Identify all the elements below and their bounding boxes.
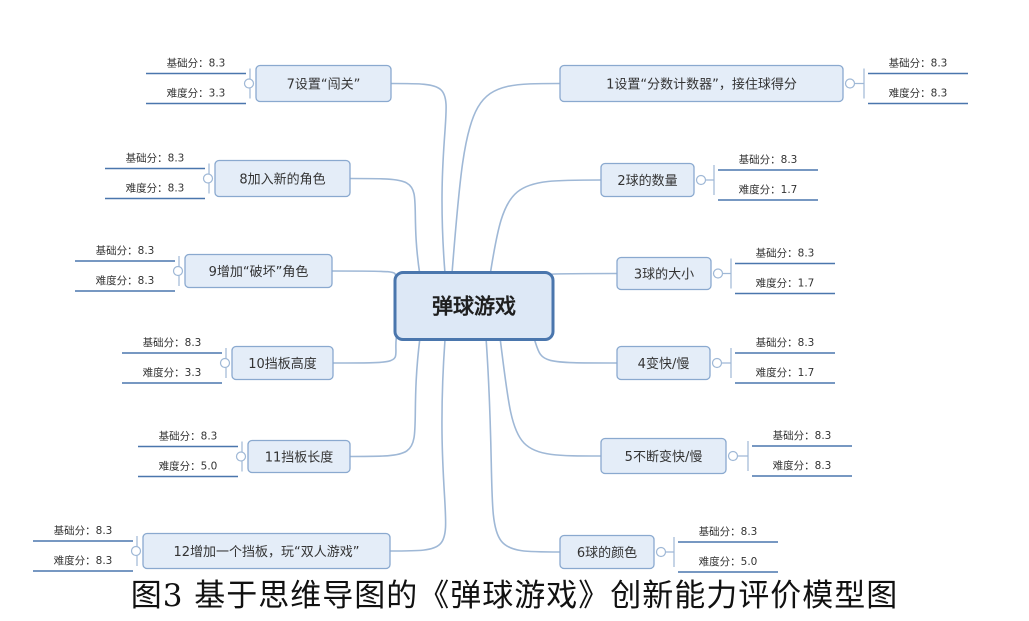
collapse-toggle-icon[interactable]: [655, 546, 667, 558]
topic-label: 3球的大小: [634, 267, 694, 283]
score-base: 基础分：8.3: [756, 247, 815, 260]
topic-t11[interactable]: 11挡板长度 基础分：8.3 难度分：5.0: [138, 430, 351, 478]
score-base: 基础分：8.3: [699, 525, 758, 538]
topic-t3[interactable]: 3球的大小 基础分：8.3 难度分：1.7: [616, 247, 835, 295]
topic-box: [247, 439, 351, 474]
score-base: 基础分：8.3: [159, 430, 218, 443]
branch-line-t1: [451, 82, 561, 274]
collapse-toggle-icon[interactable]: [727, 450, 739, 462]
collapse-toggle-icon[interactable]: [844, 78, 856, 89]
score-difficulty: 难度分：1.7: [739, 183, 798, 196]
topic-label: 8加入新的角色: [239, 172, 325, 188]
collapse-toggle-icon[interactable]: [243, 78, 255, 89]
topic-label: 12增加一个挡板，玩“双人游戏”: [173, 545, 359, 560]
topic-t7[interactable]: 7设置“闯关” 基础分：8.3 难度分：3.3: [146, 57, 392, 105]
topic-label: 9增加“破坏”角色: [209, 264, 309, 280]
collapse-toggle-icon[interactable]: [695, 174, 707, 186]
score-base: 基础分：8.3: [143, 336, 202, 349]
score-base: 基础分：8.3: [54, 524, 113, 537]
collapse-toggle-icon[interactable]: [219, 357, 231, 369]
score-base: 基础分：8.3: [889, 57, 948, 70]
topic-box: [255, 64, 392, 103]
score-difficulty: 难度分：8.3: [96, 274, 155, 287]
topic-box: [184, 253, 333, 289]
topic-t5[interactable]: 5不断变快/慢 基础分：8.3 难度分：8.3: [600, 429, 852, 477]
topic-label: 5不断变快/慢: [625, 449, 703, 465]
branch-line-t10: [332, 323, 401, 364]
score-base: 基础分：8.3: [126, 152, 185, 165]
topic-t1[interactable]: 1设置“分数计数器”，接住球得分 基础分：8.3 难度分：8.3: [559, 57, 968, 105]
score-difficulty: 难度分：8.3: [54, 554, 113, 567]
score-difficulty: 难度分：3.3: [143, 366, 202, 379]
topic-box: [600, 437, 727, 475]
branch-line-t8: [349, 177, 421, 276]
topic-box: [616, 345, 711, 381]
branch-line-t9: [331, 270, 401, 289]
score-difficulty: 难度分：8.3: [126, 182, 185, 195]
branch-line-t2: [489, 179, 602, 276]
topic-box: [231, 345, 334, 381]
branch-line-t6: [485, 337, 561, 553]
branch-line-t5: [499, 337, 602, 457]
topic-label: 7设置“闯关”: [287, 78, 361, 93]
branch-topics: 1设置“分数计数器”，接住球得分基础分：8.3难度分：8.32球的数量基础分：8…: [33, 57, 968, 573]
topic-box: [559, 534, 655, 570]
central-topic-box: [393, 271, 555, 341]
topic-box: [559, 64, 844, 103]
collapse-toggle-icon[interactable]: [712, 268, 724, 279]
topic-t4[interactable]: 4变快/慢 基础分：8.3 难度分：1.7: [616, 336, 835, 384]
score-difficulty: 难度分：5.0: [159, 460, 218, 473]
topic-t6[interactable]: 6球的颜色 基础分：8.3 难度分：5.0: [559, 525, 778, 573]
collapse-toggle-icon[interactable]: [172, 265, 184, 277]
topic-t12[interactable]: 12增加一个挡板，玩“双人游戏” 基础分：8.3 难度分：8.3: [33, 524, 391, 572]
central-topic-label: 弹球游戏: [432, 295, 516, 319]
score-base: 基础分：8.3: [167, 57, 226, 70]
score-difficulty: 难度分：1.7: [756, 366, 815, 379]
collapse-toggle-icon[interactable]: [235, 451, 247, 462]
collapse-toggle-icon[interactable]: [202, 173, 214, 184]
topic-box: [616, 256, 712, 291]
topic-box: [600, 162, 695, 198]
topic-box: [214, 159, 351, 198]
topic-label: 1设置“分数计数器”，接住球得分: [606, 77, 797, 93]
score-base: 基础分：8.3: [739, 153, 798, 166]
score-difficulty: 难度分：5.0: [699, 555, 758, 568]
figure-caption: 图3 基于思维导图的《弹球游戏》创新能力评价模型图: [130, 578, 899, 614]
topic-box: [142, 532, 391, 570]
topic-label: 10挡板高度: [248, 356, 317, 372]
score-difficulty: 难度分：8.3: [773, 459, 832, 472]
branch-line-t11: [349, 337, 421, 458]
branch-line-t12: [389, 339, 447, 552]
branch-line-t7: [390, 82, 447, 274]
topic-t8[interactable]: 8加入新的角色 基础分：8.3 难度分：8.3: [105, 152, 351, 200]
score-difficulty: 难度分：3.3: [167, 87, 226, 100]
topic-t10[interactable]: 10挡板高度 基础分：8.3 难度分：3.3: [122, 336, 334, 384]
score-base: 基础分：8.3: [773, 429, 832, 442]
score-base: 基础分：8.3: [756, 336, 815, 349]
topic-t2[interactable]: 2球的数量 基础分：8.3 难度分：1.7: [600, 153, 818, 201]
collapse-toggle-icon[interactable]: [711, 357, 723, 369]
topic-label: 11挡板长度: [265, 450, 334, 466]
central-topic[interactable]: 弹球游戏: [393, 271, 555, 341]
topic-label: 2球的数量: [617, 173, 677, 189]
topic-label: 4变快/慢: [638, 356, 690, 372]
score-base: 基础分：8.3: [96, 244, 155, 257]
topic-label: 6球的颜色: [577, 545, 637, 561]
score-difficulty: 难度分：1.7: [756, 277, 815, 290]
score-difficulty: 难度分：8.3: [889, 87, 948, 100]
topic-t9[interactable]: 9增加“破坏”角色 基础分：8.3 难度分：8.3: [75, 244, 333, 292]
branch-lines: [331, 82, 618, 553]
collapse-toggle-icon[interactable]: [130, 545, 142, 557]
